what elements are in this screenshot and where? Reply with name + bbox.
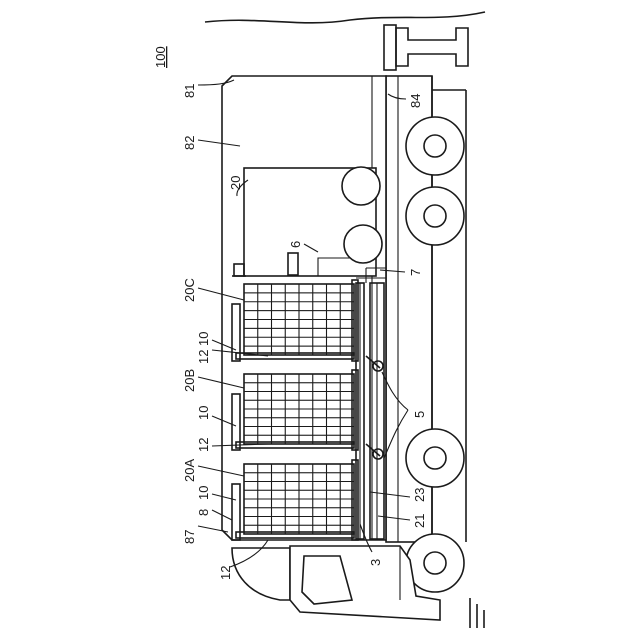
machine-unit-20 — [232, 167, 382, 276]
label-8: 8 — [196, 509, 211, 516]
label-12-top: 12 — [196, 350, 211, 364]
ground-hatch — [470, 598, 484, 628]
cab — [232, 546, 440, 620]
label-21: 21 — [412, 514, 427, 528]
cassette-stack-20B — [232, 370, 358, 450]
label-84: 84 — [408, 94, 423, 108]
label-82: 82 — [182, 136, 197, 150]
label-12-mid: 12 — [196, 438, 211, 452]
label-20: 20 — [228, 176, 243, 190]
label-10-mid: 10 — [196, 406, 211, 420]
label-10-top: 10 — [196, 332, 211, 346]
label-7: 7 — [408, 269, 423, 276]
label-87: 87 — [182, 530, 197, 544]
fixed-stand — [384, 25, 468, 70]
label-5: 5 — [412, 411, 427, 418]
label-23: 23 — [412, 488, 427, 502]
label-6: 6 — [288, 241, 303, 248]
cassette-stacks — [232, 280, 358, 540]
label-81: 81 — [182, 84, 197, 98]
label-3: 3 — [368, 559, 383, 566]
label-12-bottom: 12 — [218, 566, 233, 580]
ground-line — [205, 12, 485, 23]
label-20C: 20C — [182, 278, 197, 302]
label-100: 100 — [153, 46, 168, 68]
cassette-stack-20C — [232, 280, 358, 361]
cassette-stack-20A — [232, 460, 358, 540]
label-10-bottom: 10 — [196, 486, 211, 500]
label-20A: 20A — [182, 459, 197, 482]
label-20B: 20B — [182, 369, 197, 392]
